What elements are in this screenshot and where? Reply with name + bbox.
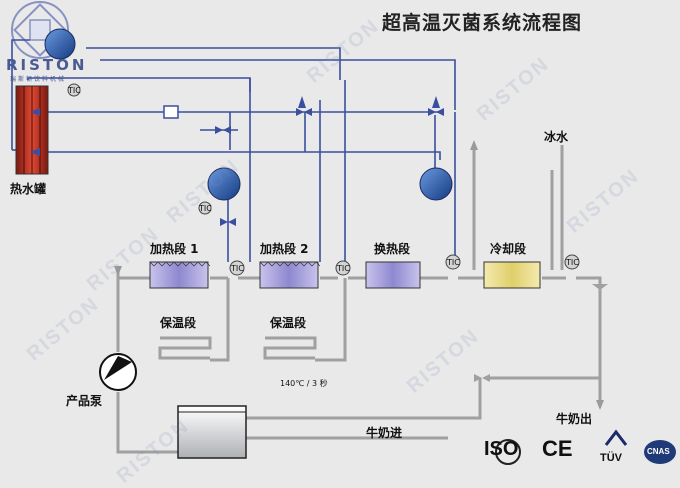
- label-holding-2: 保温段: [270, 316, 307, 330]
- product-line: [116, 145, 602, 454]
- cnas-mark: CNAS: [647, 447, 670, 456]
- label-milk-in: 牛奶进: [366, 426, 403, 440]
- hot-water-loop: [11, 39, 456, 262]
- label-hot-water-tank: 热水罐: [10, 182, 47, 196]
- label-ice-water: 冰水: [544, 130, 569, 144]
- hot-water-pump-1: [207, 167, 241, 201]
- tic-label: TIC: [447, 258, 460, 267]
- tic-label: TIC: [231, 264, 244, 273]
- label-holding-1: 保温段: [160, 316, 197, 330]
- hot-water-tank: [15, 85, 49, 175]
- valves: [163, 96, 444, 226]
- flow-arrows: [30, 108, 604, 410]
- brand-subtitle: 瑞斯顿饮料机械: [10, 76, 67, 83]
- hot-water-pump-2: [419, 167, 453, 201]
- label-milk-out: 牛奶出: [556, 412, 593, 426]
- label-heat-exchange: 换热段: [374, 242, 411, 256]
- heat-exchange-section: [365, 261, 421, 289]
- ce-mark: CE: [542, 436, 573, 461]
- hot-water-pump-top: [44, 28, 76, 60]
- heating-section-2: [259, 261, 321, 289]
- label-cooling: 冷却段: [490, 242, 527, 256]
- label-heating-1: 加热段 1: [150, 242, 199, 256]
- iso-mark: ISO: [484, 438, 519, 460]
- cooling-section: [483, 261, 541, 289]
- label-heating-2: 加热段 2: [260, 242, 309, 256]
- label-holding-spec: 140℃ / 3 秒: [280, 379, 328, 388]
- cert-marks: [495, 429, 676, 465]
- page-title: 超高温灭菌系统流程图: [382, 12, 583, 34]
- tic-label: TIC: [337, 264, 350, 273]
- product-valves: [474, 284, 608, 382]
- milk-vessel: [177, 405, 247, 459]
- product-pump: [99, 353, 137, 391]
- heating-section-1: [149, 261, 211, 289]
- label-product-pump: 产品泵: [66, 394, 103, 408]
- flow-diagram: [11, 1, 676, 465]
- tic-label: TIC: [199, 204, 212, 213]
- logo-emblem: [11, 1, 69, 59]
- brand-logo: RISTON: [6, 56, 88, 74]
- tic-label: TIC: [68, 86, 81, 95]
- tuv-mark: TÜV: [600, 452, 622, 464]
- tic-sensors: [67, 83, 580, 276]
- diagram-canvas: RISTON RISTON RISTON RISTON RISTON RISTO…: [6, 1, 676, 488]
- tic-label: TIC: [566, 258, 579, 267]
